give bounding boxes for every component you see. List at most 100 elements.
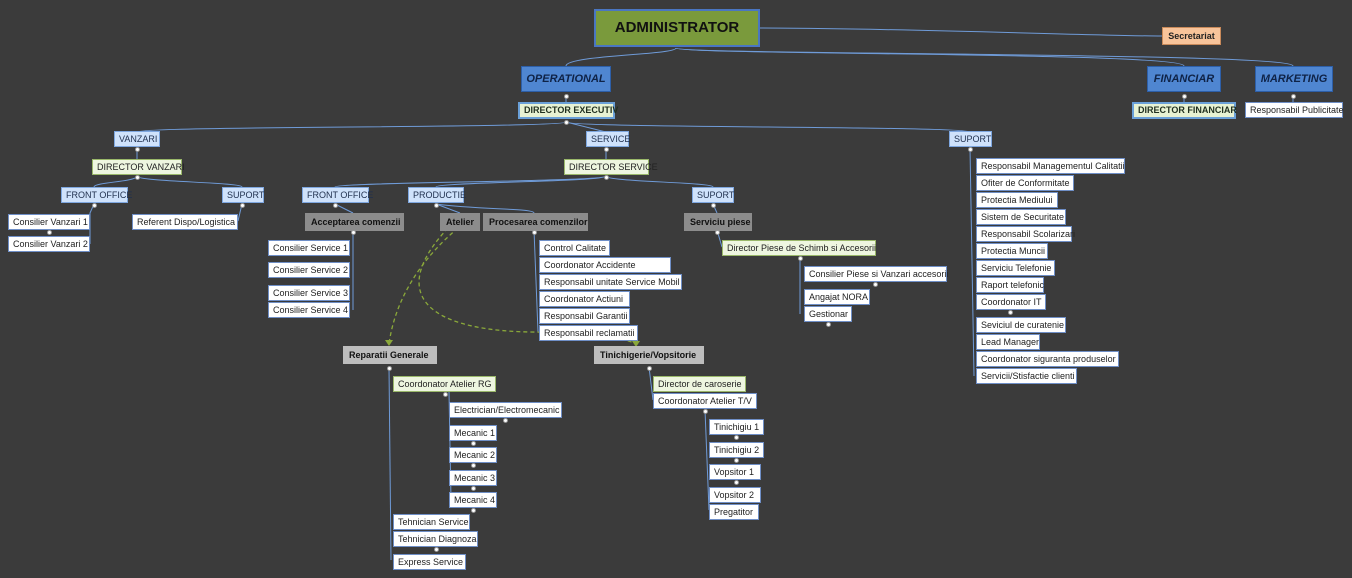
node-handle-dot xyxy=(564,120,569,125)
node-handle-dot xyxy=(734,435,739,440)
list-item[interactable]: Consilier Vanzari 2 xyxy=(8,236,90,252)
node-handle-dot xyxy=(711,203,716,208)
node-handle-dot xyxy=(471,463,476,468)
node-handle-dot xyxy=(734,458,739,463)
node-handle-dot xyxy=(604,147,609,152)
list-item[interactable]: Responsabil unitate Service Mobil xyxy=(539,274,682,290)
service-front-office-node[interactable]: FRONT OFFICE xyxy=(302,187,373,203)
node-handle-dot xyxy=(703,409,708,414)
list-item[interactable]: Lead Manager xyxy=(976,334,1040,350)
service-productie-node[interactable]: PRODUCTIE xyxy=(408,187,466,203)
list-item[interactable]: Pregatitor xyxy=(709,504,759,520)
list-item[interactable]: Consilier Service 3 xyxy=(268,285,350,301)
list-item[interactable]: Coordonator IT xyxy=(976,294,1046,310)
list-item[interactable]: Responsabil Scolarizari xyxy=(976,226,1075,242)
list-item[interactable]: Consilier Piese si Vanzari accesorii xyxy=(804,266,948,282)
node-handle-dot xyxy=(715,230,720,235)
financiar-node[interactable]: FINANCIAR xyxy=(1147,66,1221,92)
node-handle-dot xyxy=(387,366,392,371)
coordonator-rg-node[interactable]: Coordonator Atelier RG xyxy=(393,376,496,392)
node-handle-dot xyxy=(968,147,973,152)
node-handle-dot xyxy=(471,441,476,446)
list-item[interactable]: Responsabil Managementul Calitatii xyxy=(976,158,1125,174)
list-item[interactable]: Mecanic 4 xyxy=(449,492,497,508)
list-item[interactable]: Mecanic 2 xyxy=(449,447,497,463)
director-vanzari-node[interactable]: DIRECTOR VANZARI xyxy=(92,159,185,175)
marketing-item[interactable]: Responsabil Publicitate xyxy=(1245,102,1344,118)
list-item[interactable]: Tinichigiu 1 xyxy=(709,419,764,435)
list-item[interactable]: Responsabil reclamatii xyxy=(539,325,638,341)
administrator-node[interactable]: ADMINISTRATOR xyxy=(594,9,760,47)
list-item[interactable]: Referent Dispo/Logistica xyxy=(132,214,238,230)
list-item[interactable]: Ofiter de Conformitate xyxy=(976,175,1074,191)
list-item[interactable]: Sistem de Securitate xyxy=(976,209,1066,225)
node-handle-dot xyxy=(1291,94,1296,99)
director-service-node[interactable]: DIRECTOR SERVICE xyxy=(564,159,658,175)
node-handle-dot xyxy=(471,486,476,491)
list-item[interactable]: Electrician/Electromecanic xyxy=(449,402,562,418)
list-item[interactable]: Coordonator Actiuni xyxy=(539,291,630,307)
node-handle-dot xyxy=(734,480,739,485)
list-item[interactable]: Vopsitor 2 xyxy=(709,487,761,503)
list-item[interactable]: Gestionar xyxy=(804,306,852,322)
list-item[interactable]: Consilier Service 1 xyxy=(268,240,350,256)
list-item[interactable]: Mecanic 1 xyxy=(449,425,497,441)
vanzari-front-office-node[interactable]: FRONT OFFICE xyxy=(61,187,132,203)
list-item[interactable]: Vopsitor 1 xyxy=(709,464,761,480)
marketing-node[interactable]: MARKETING xyxy=(1255,66,1333,92)
node-handle-dot xyxy=(471,508,476,513)
list-item[interactable]: Tinichigiu 2 xyxy=(709,442,764,458)
node-handle-dot xyxy=(351,230,356,235)
node-handle-dot xyxy=(532,230,537,235)
node-handle-dot xyxy=(564,94,569,99)
serviciu-piese-node[interactable]: Serviciu piese xyxy=(684,213,752,231)
node-handle-dot xyxy=(826,322,831,327)
atelier-node[interactable]: Atelier xyxy=(440,213,480,231)
list-item[interactable]: Responsabil Garantii xyxy=(539,308,630,324)
list-item[interactable]: Mecanic 3 xyxy=(449,470,497,486)
list-item[interactable]: Consilier Service 2 xyxy=(268,262,350,278)
node-handle-dot xyxy=(443,392,448,397)
node-handle-dot xyxy=(47,230,52,235)
dept-vanzari-node[interactable]: VANZARI xyxy=(114,131,160,147)
reparatii-generale-node[interactable]: Reparatii Generale xyxy=(343,346,437,364)
list-item[interactable]: Control Calitate xyxy=(539,240,610,256)
service-suport-node[interactable]: SUPORT xyxy=(692,187,734,203)
list-item[interactable]: Seviciul de curatenie xyxy=(976,317,1066,333)
node-handle-dot xyxy=(604,175,609,180)
list-item[interactable]: Raport telefonic xyxy=(976,277,1044,293)
list-item[interactable]: Coordonator siguranta produselor xyxy=(976,351,1119,367)
list-item[interactable]: Servicii/Stisfactie clienti xyxy=(976,368,1077,384)
list-item[interactable]: Tehnician Service xyxy=(393,514,470,530)
acceptarea-comenzii-node[interactable]: Acceptarea comenzii xyxy=(305,213,404,231)
director-caroserie-node[interactable]: Director de caroserie xyxy=(653,376,746,392)
list-item[interactable]: Angajat NORA xyxy=(804,289,870,305)
director-executiv-node[interactable]: DIRECTOR EXECUTIV xyxy=(518,102,618,119)
node-handle-dot xyxy=(135,147,140,152)
node-handle-dot xyxy=(1182,94,1187,99)
list-item[interactable]: Protectia Mediului xyxy=(976,192,1058,208)
dept-suport-node[interactable]: SUPORT xyxy=(949,131,992,147)
coordonator-tv-node[interactable]: Coordonator Atelier T/V xyxy=(653,393,757,409)
node-handle-dot xyxy=(333,203,338,208)
node-handle-dot xyxy=(135,175,140,180)
procesarea-comenzilor-node[interactable]: Procesarea comenzilor xyxy=(483,213,588,231)
node-handle-dot xyxy=(1008,310,1013,315)
vanzari-suport-node[interactable]: SUPORT xyxy=(222,187,264,203)
secretariat-node[interactable]: Secretariat xyxy=(1162,27,1221,45)
list-item[interactable]: Express Service xyxy=(393,554,466,570)
node-handle-dot xyxy=(798,256,803,261)
director-piese-node[interactable]: Director Piese de Schimb si Accesorii xyxy=(722,240,876,256)
list-item[interactable]: Protectia Muncii xyxy=(976,243,1048,259)
node-handle-dot xyxy=(503,418,508,423)
director-financiar-node[interactable]: DIRECTOR FINANCIAR xyxy=(1132,102,1237,119)
list-item[interactable]: Coordonator Accidente xyxy=(539,257,671,273)
operational-node[interactable]: OPERATIONAL xyxy=(521,66,611,92)
list-item[interactable]: Tehnician Diagnoza xyxy=(393,531,478,547)
node-handle-dot xyxy=(873,282,878,287)
tinichigerie-node[interactable]: Tinichigerie/Vopsitorie xyxy=(594,346,704,364)
list-item[interactable]: Serviciu Telefonie xyxy=(976,260,1055,276)
dept-service-node[interactable]: SERVICE xyxy=(586,131,630,147)
list-item[interactable]: Consilier Vanzari 1 xyxy=(8,214,90,230)
list-item[interactable]: Consilier Service 4 xyxy=(268,302,350,318)
